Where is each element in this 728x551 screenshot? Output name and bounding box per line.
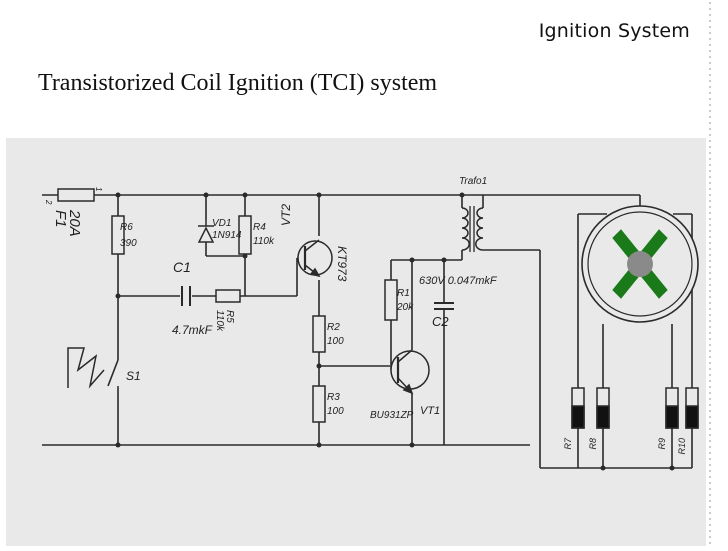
slide-header-title: Ignition System: [538, 20, 690, 42]
label-vt1: VT1: [420, 405, 440, 417]
resistors: [111, 215, 398, 423]
wires: [42, 194, 693, 469]
label-r3: R3: [327, 392, 340, 403]
label-s1: S1: [126, 369, 141, 383]
label-vt1-part: BU931ZP: [370, 410, 414, 421]
label-f1-rating: 20A: [66, 209, 83, 237]
label-r5-val: 110k: [214, 310, 225, 332]
transformer-trafo1: [461, 206, 484, 252]
resistor-r5: [215, 289, 241, 303]
label-r10: R10: [677, 438, 687, 455]
label-r2-val: 100: [327, 336, 344, 347]
diagram-background: [6, 138, 706, 546]
fuse-f1: [57, 188, 95, 202]
label-r2: R2: [327, 322, 340, 333]
label-trafo1: Trafo1: [459, 176, 487, 187]
label-c2-val: 630V 0.047mkF: [419, 275, 498, 287]
resistor-r3: [312, 385, 326, 423]
slide-dotted-edge: [707, 0, 715, 546]
label-vt2-part: KT973: [335, 246, 349, 282]
label-fuse-pin1: 1: [94, 187, 103, 191]
switch-s1: [67, 347, 119, 389]
label-r4-val: 110k: [253, 236, 275, 247]
label-c1-val: 4.7mkF: [172, 323, 213, 337]
label-r1-val: 20k: [396, 302, 414, 313]
transistor-vt2: [297, 239, 333, 278]
resistor-r2: [312, 315, 326, 353]
label-r4: R4: [253, 222, 266, 233]
label-vt2: VT2: [279, 204, 293, 226]
diode-vd1: [197, 220, 215, 243]
label-r1: R1: [397, 288, 410, 299]
label-r6: R6: [120, 222, 133, 233]
component-labels: F1 20A 2 1 R6 390 VD1 1N914 R4 110k VT2 …: [44, 176, 687, 455]
resistor-r6: [111, 215, 125, 255]
distributor-hub: [627, 251, 653, 277]
resistors-r7-r10: [571, 387, 699, 429]
label-vd1: VD1: [212, 218, 231, 229]
label-f1: F1: [52, 210, 69, 228]
resistor-r1: [384, 279, 398, 321]
label-r6-val: 390: [120, 238, 137, 249]
label-r5: R5: [224, 310, 235, 323]
junction-dots: [115, 192, 675, 471]
circuit-diagram: F1 20A 2 1 R6 390 VD1 1N914 R4 110k VT2 …: [0, 138, 728, 546]
circuit-svg: F1 20A 2 1 R6 390 VD1 1N914 R4 110k VT2 …: [6, 138, 706, 546]
label-fuse-pin2: 2: [44, 199, 53, 205]
label-r9: R9: [657, 438, 667, 450]
slide-main-title: Transistorized Coil Ignition (TCI) syste…: [38, 70, 438, 96]
label-r7: R7: [563, 437, 573, 449]
label-r3-val: 100: [327, 406, 344, 417]
label-vd1-val: 1N914: [212, 230, 242, 241]
label-c2: C2: [432, 314, 449, 329]
capacitor-c2: [434, 302, 454, 310]
label-r8: R8: [588, 438, 598, 450]
distributor: [581, 205, 699, 323]
label-c1: C1: [173, 259, 191, 275]
capacitor-c1: [181, 286, 191, 306]
transistor-vt1: [390, 349, 430, 395]
